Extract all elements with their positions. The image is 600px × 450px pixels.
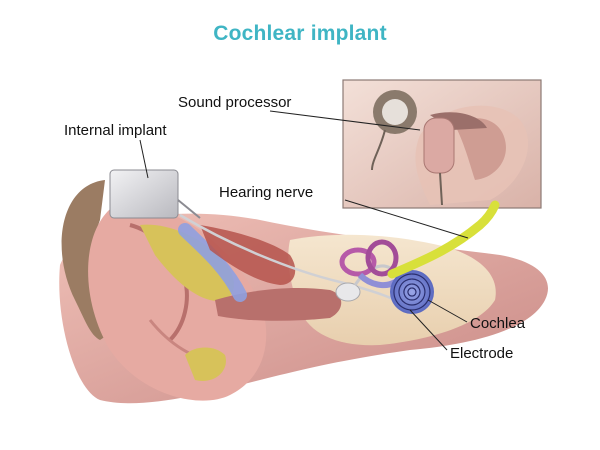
label-hearing-nerve: Hearing nerve (219, 184, 314, 201)
leader-cochlea (427, 299, 468, 323)
fat-tissue (140, 224, 234, 381)
electrode-lead (179, 213, 396, 302)
leader-internal-implant (139, 139, 149, 179)
label-electrode: Electrode (450, 345, 514, 362)
cochlea-spiral (390, 270, 434, 314)
leader-lines (139, 110, 469, 351)
label-sound-processor: Sound processor (178, 94, 292, 111)
diagram-title: Cochlear implant (213, 22, 387, 45)
label-internal-implant: Internal implant (64, 122, 167, 139)
leader-electrode (409, 309, 448, 351)
label-cochlea: Cochlea (470, 315, 526, 332)
leader-sound-processor (269, 110, 421, 131)
internal-implant-device (109, 169, 201, 219)
processor-cable (178, 223, 247, 302)
leader-hearing-nerve (344, 199, 469, 239)
outer-ear-back (61, 180, 115, 340)
hearing-nerve (387, 200, 500, 279)
sound-processor-device (371, 90, 487, 206)
